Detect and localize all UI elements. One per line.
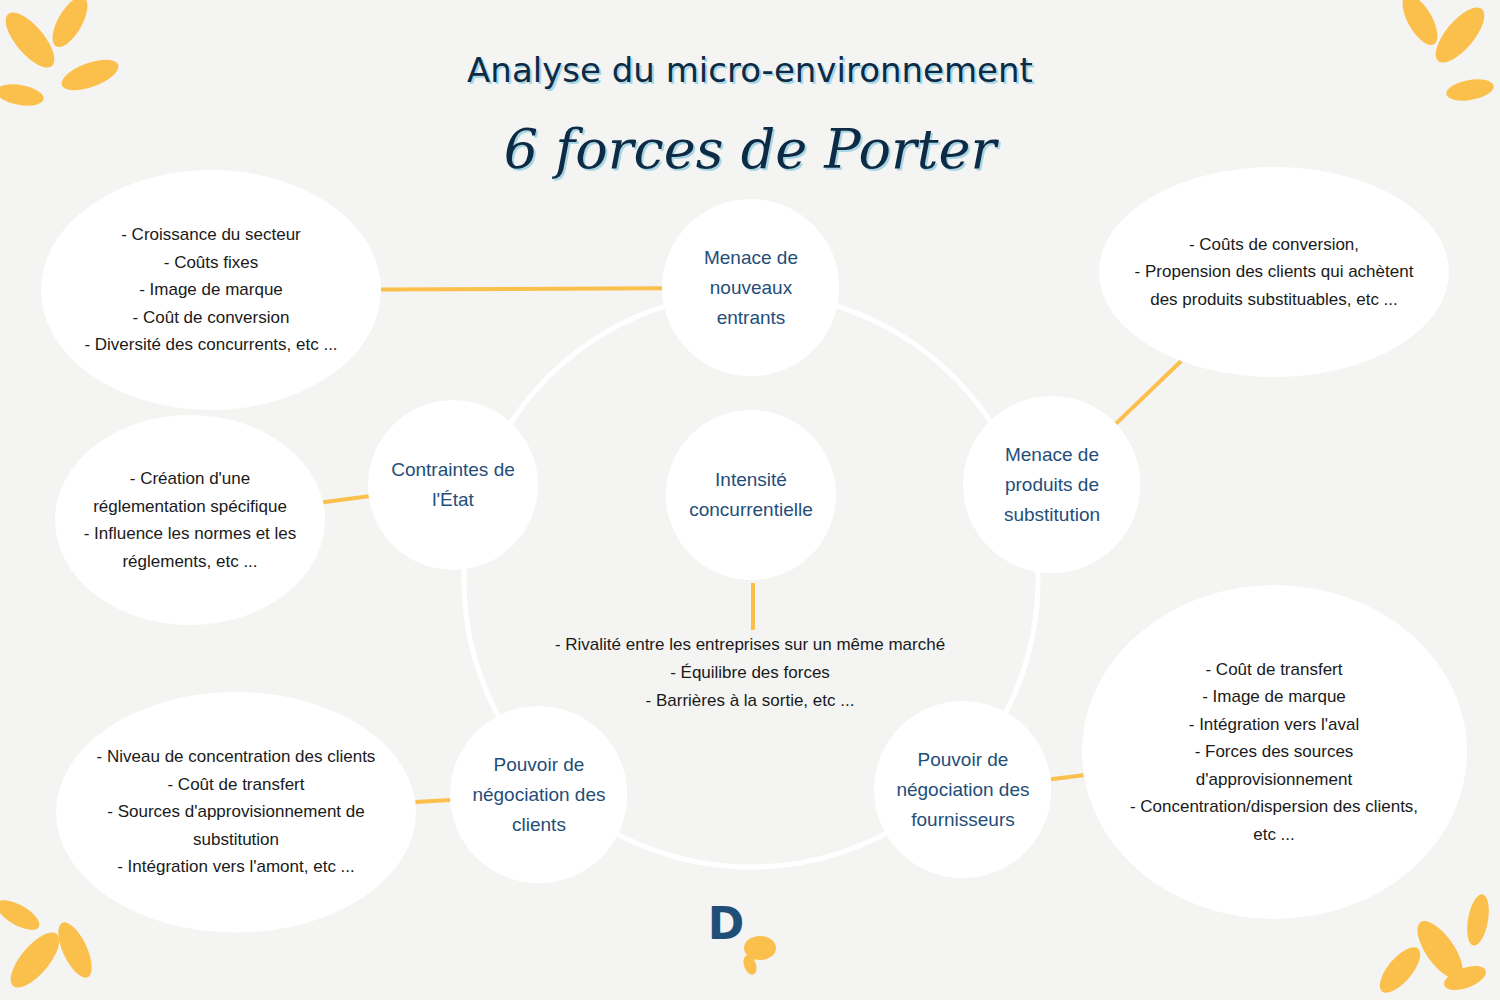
- shape-outline: [55, 415, 325, 625]
- factor-item: - Création d'une réglementation spécifiq…: [82, 465, 298, 520]
- factor-ellipse: - Coûts de conversion,- Propension des c…: [1099, 167, 1449, 377]
- text-stack: Menace de nouveaux entrants: [678, 243, 824, 333]
- factor-item: - Croissance du secteur: [121, 221, 301, 249]
- text-stack: - Niveau de concentration des clients- C…: [92, 743, 380, 881]
- factor-ellipse: - Création d'une réglementation spécifiq…: [55, 415, 325, 625]
- force-circle: Menace de nouveaux entrants: [662, 199, 839, 376]
- connector: [415, 800, 450, 802]
- text-stack: Intensité concurrentielle: [678, 465, 824, 525]
- force-circle: Menace de produits de substitution: [963, 396, 1140, 573]
- factor-item: - Influence les normes et les réglements…: [82, 520, 298, 575]
- shape-outline: [368, 400, 538, 570]
- shape-outline: [666, 410, 836, 580]
- text-stack: Pouvoir de négociation des fournisseurs: [890, 745, 1036, 835]
- logo-letter: D: [706, 898, 746, 949]
- text-stack: Pouvoir de négociation des clients: [466, 750, 612, 840]
- rivalry-note: - Équilibre des forces: [400, 659, 1100, 687]
- rivalry-note: - Rivalité entre les entreprises sur un …: [400, 631, 1100, 659]
- text-stack: - Croissance du secteur- Coûts fixes- Im…: [75, 221, 347, 359]
- title: Analyse du micro-environnement: [0, 50, 1500, 90]
- text-stack: - Coûts de conversion,- Propension des c…: [1134, 231, 1414, 314]
- factor-item: - Coût de transfert: [1205, 656, 1342, 684]
- factor-item: - Sources d'approvisionnement de substit…: [92, 798, 380, 853]
- force-circle: Pouvoir de négociation des fournisseurs: [874, 701, 1051, 878]
- text-stack: - Création d'une réglementation spécifiq…: [82, 465, 298, 575]
- connector: [1116, 361, 1181, 424]
- text-stack: - Coût de transfert- Image de marque- In…: [1120, 656, 1428, 849]
- factor-item: - Forces des sources d'approvisionnement: [1120, 738, 1428, 793]
- factor-item: - Niveau de concentration des clients: [97, 743, 376, 771]
- subtitle: 6 forces de Porter: [0, 118, 1500, 181]
- force-circle: Intensité concurrentielle: [666, 410, 836, 580]
- factor-ellipse: - Croissance du secteur- Coûts fixes- Im…: [41, 170, 381, 410]
- factor-item: - Coûts fixes: [164, 249, 258, 277]
- factor-item: - Intégration vers l'aval: [1189, 711, 1360, 739]
- force-circle: Contraintes de l'État: [368, 400, 538, 570]
- force-name: Contraintes de l'État: [380, 455, 526, 515]
- factor-item: - Coût de conversion: [133, 304, 290, 332]
- rivalry-note: - Barrières à la sortie, etc ...: [400, 687, 1100, 715]
- connector: [1051, 775, 1083, 779]
- factor-item: - Image de marque: [1202, 683, 1346, 711]
- connector: [381, 288, 662, 289]
- force-circle: Pouvoir de négociation des clients: [450, 706, 627, 883]
- factor-item: - Image de marque: [139, 276, 283, 304]
- leader-line: [751, 583, 755, 630]
- logo-bird: [741, 936, 776, 976]
- factor-item: - Propension des clients qui achètent de…: [1134, 258, 1414, 313]
- factor-item: - Intégration vers l'amont, etc ...: [117, 853, 355, 881]
- force-name: Pouvoir de négociation des fournisseurs: [890, 745, 1036, 835]
- factor-item: - Diversité des concurrents, etc ...: [84, 331, 337, 359]
- force-name: Menace de nouveaux entrants: [678, 243, 824, 333]
- factor-item: - Coûts de conversion,: [1189, 231, 1359, 259]
- factor-item: - Coût de transfert: [167, 771, 304, 799]
- factor-ellipse: - Niveau de concentration des clients- C…: [56, 692, 416, 933]
- force-name: Pouvoir de négociation des clients: [466, 750, 612, 840]
- force-name: Menace de produits de substitution: [979, 440, 1125, 530]
- force-name: Intensité concurrentielle: [678, 465, 824, 525]
- factor-item: - Concentration/dispersion des clients, …: [1120, 793, 1428, 848]
- text-stack: Menace de produits de substitution: [979, 440, 1125, 530]
- text-stack: Contraintes de l'État: [380, 455, 526, 515]
- factor-ellipse: - Coût de transfert- Image de marque- In…: [1082, 585, 1467, 919]
- connector: [323, 496, 369, 502]
